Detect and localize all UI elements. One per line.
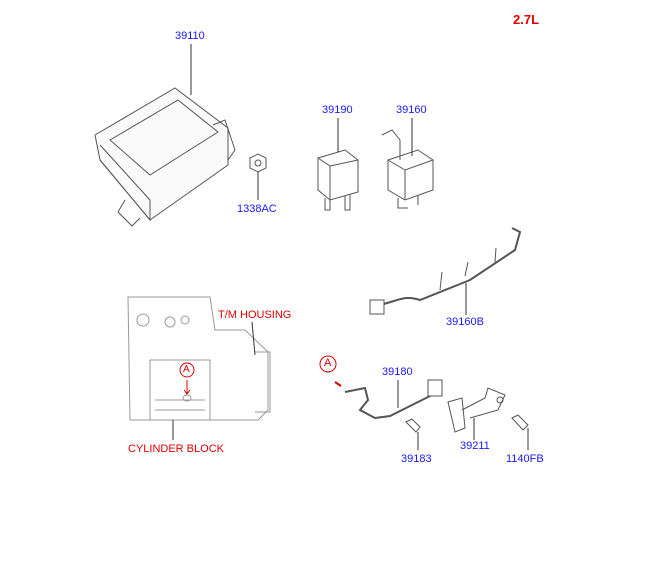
engine-variant-label: 2.7L	[513, 12, 540, 27]
harness-drawing[interactable]	[369, 227, 522, 315]
ref-a-install-marker: A	[183, 364, 190, 375]
bracket-drawing[interactable]	[447, 387, 506, 440]
part-number-1140fb[interactable]: 1140FB	[506, 453, 544, 465]
part-number-39211[interactable]: 39211	[460, 440, 490, 452]
part-number-39110[interactable]: 39110	[175, 30, 205, 42]
ref-a-detail-marker: A	[324, 357, 332, 369]
cylinder-block-callout: CYLINDER BLOCK	[128, 443, 224, 455]
part-number-39183[interactable]: 39183	[401, 453, 432, 465]
bolt-1140fb-drawing[interactable]	[511, 414, 529, 450]
part-number-39180[interactable]: 39180	[382, 366, 413, 378]
relay-39190-drawing[interactable]	[317, 118, 359, 211]
ecu-module-drawing[interactable]	[94, 44, 236, 227]
part-number-39190[interactable]: 39190	[322, 104, 353, 116]
bolt-39183-drawing[interactable]	[405, 418, 421, 450]
engine-installation-view	[127, 296, 271, 440]
part-number-1338ac[interactable]: 1338AC	[237, 203, 277, 215]
sensor-drawing[interactable]	[319, 355, 443, 420]
relay-39160-drawing[interactable]	[381, 118, 434, 209]
part-number-39160b[interactable]: 39160B	[446, 316, 484, 328]
tm-housing-callout: T/M HOUSING	[218, 309, 292, 321]
part-number-39160[interactable]: 39160	[396, 104, 427, 116]
nut-drawing[interactable]	[249, 153, 267, 200]
